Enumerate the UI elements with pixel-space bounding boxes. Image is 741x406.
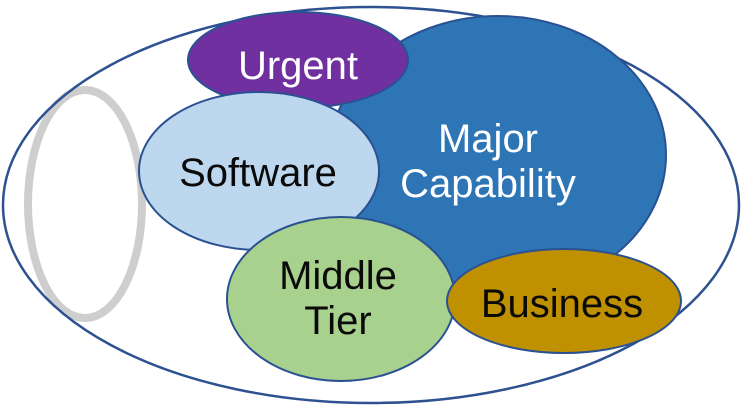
middle-tier-label-line1: Middle xyxy=(279,254,397,298)
business-ellipse xyxy=(446,248,682,354)
major-capability-label-line1: Major xyxy=(438,117,538,161)
urgent-label: Urgent xyxy=(238,44,358,88)
middle-tier-label-line2: Tier xyxy=(304,299,371,343)
major-capability-label-line2: Capability xyxy=(400,162,576,206)
business-label: Business xyxy=(481,282,643,326)
software-label: Software xyxy=(179,151,337,195)
placeholder-ellipse xyxy=(24,86,146,322)
outer-boundary-ellipse xyxy=(1,5,741,405)
